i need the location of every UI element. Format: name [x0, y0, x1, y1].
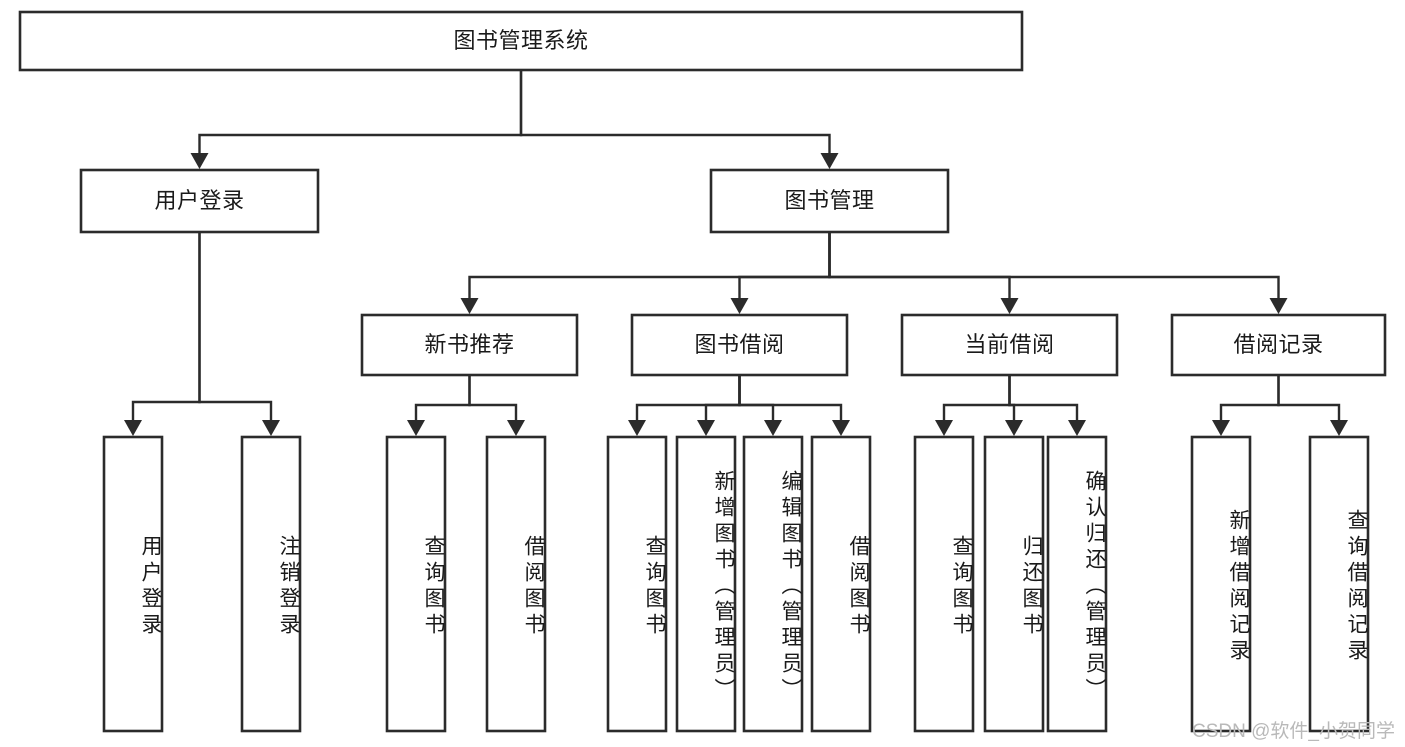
node-box-book-manage: [709, 168, 950, 234]
node-box-leaf-borrow-book-1: [485, 435, 547, 733]
arrow-head-book-borrow: [730, 298, 749, 314]
node-box-leaf-add-record: [1190, 435, 1252, 733]
connector-book-manage-to-borrow-record: [828, 230, 1280, 304]
connector-current-borrow-to-leaf-confirm-return: [1008, 373, 1079, 426]
node-box-leaf-logout: [240, 435, 302, 733]
node-box-leaf-query-record: [1308, 435, 1370, 733]
node-box-book-borrow: [630, 313, 849, 377]
connector-user-login-to-leaf-logout: [198, 230, 273, 426]
node-box-borrow-record: [1170, 313, 1387, 377]
connector-book-manage-to-current-borrow: [828, 230, 1011, 304]
arrow-head-leaf-add-book: [697, 420, 715, 436]
arrow-head-leaf-query-book-2: [628, 420, 646, 436]
node-box-leaf-return-book: [983, 435, 1045, 733]
node-box-leaf-user-login: [102, 435, 164, 733]
node-box-new-book-recommend: [360, 313, 579, 377]
node-box-leaf-edit-book: [742, 435, 804, 733]
node-box-current-borrow: [900, 313, 1119, 377]
connector-book-borrow-to-leaf-edit-book: [738, 373, 775, 426]
connector-new-book-recommend-to-leaf-borrow-book-1: [468, 373, 518, 426]
connector-book-borrow-to-leaf-query-book-2: [635, 373, 741, 426]
node-box-leaf-query-book-3: [913, 435, 975, 733]
arrow-head-leaf-query-book-1: [407, 420, 425, 436]
node-box-root: [18, 10, 1024, 72]
node-box-user-login: [79, 168, 320, 234]
arrow-head-new-book-recommend: [460, 298, 479, 314]
node-box-leaf-query-book-1: [385, 435, 447, 733]
connector-new-book-recommend-to-leaf-query-book-1: [414, 373, 471, 426]
connector-root-to-book-manage: [519, 68, 831, 159]
arrow-head-leaf-add-record: [1212, 420, 1230, 436]
arrow-head-leaf-logout: [262, 420, 280, 436]
arrow-head-leaf-confirm-return: [1068, 420, 1086, 436]
box-layer: [18, 10, 1387, 733]
connector-book-borrow-to-leaf-add-book: [704, 373, 741, 426]
connector-book-borrow-to-leaf-borrow-book-2: [738, 373, 843, 426]
connector-book-manage-to-book-borrow: [738, 230, 831, 304]
connector-user-login-to-leaf-user-login: [131, 230, 201, 426]
connector-current-borrow-to-leaf-query-book-3: [942, 373, 1011, 426]
arrow-head-leaf-query-book-3: [935, 420, 953, 436]
connector-borrow-record-to-leaf-query-record: [1277, 373, 1341, 426]
edge-layer: [124, 68, 1348, 436]
arrow-head-borrow-record: [1269, 298, 1288, 314]
arrow-head-leaf-query-record: [1330, 420, 1348, 436]
arrow-head-user-login: [190, 153, 209, 169]
arrow-head-leaf-edit-book: [764, 420, 782, 436]
arrow-head-current-borrow: [1000, 298, 1019, 314]
node-box-leaf-add-book: [675, 435, 737, 733]
arrow-head-leaf-return-book: [1005, 420, 1023, 436]
arrow-head-leaf-borrow-book-1: [507, 420, 525, 436]
arrow-head-book-manage: [820, 153, 839, 169]
node-box-leaf-borrow-book-2: [810, 435, 872, 733]
connector-borrow-record-to-leaf-add-record: [1219, 373, 1280, 426]
connector-root-to-user-login: [198, 68, 523, 159]
connector-book-manage-to-new-book-recommend: [468, 230, 831, 304]
node-box-leaf-query-book-2: [606, 435, 668, 733]
arrow-head-leaf-user-login: [124, 420, 142, 436]
node-box-leaf-confirm-return: [1046, 435, 1108, 733]
arrow-head-leaf-borrow-book-2: [832, 420, 850, 436]
